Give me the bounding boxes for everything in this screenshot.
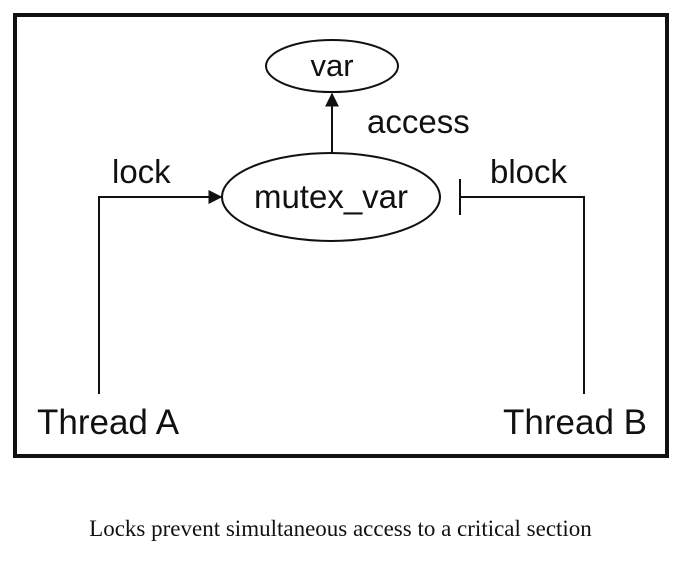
block-label: block xyxy=(490,153,568,190)
lock-arrow xyxy=(98,190,223,394)
var-node: var xyxy=(265,39,399,93)
thread-a-label: Thread A xyxy=(37,403,180,442)
mutex-node: mutex_var xyxy=(221,152,441,242)
thread-b-label: Thread B xyxy=(503,403,647,442)
lock-label: lock xyxy=(112,153,171,190)
figure-caption: Locks prevent simultaneous access to a c… xyxy=(89,516,592,541)
access-label: access xyxy=(367,103,470,140)
mutex-lock-diagram: var mutex_var access lock block Thread A… xyxy=(13,13,669,458)
diagram-frame xyxy=(13,13,669,458)
block-line xyxy=(460,196,585,394)
var-ellipse xyxy=(265,39,399,93)
var-label: var xyxy=(310,48,353,83)
mutex-label: mutex_var xyxy=(254,178,408,215)
